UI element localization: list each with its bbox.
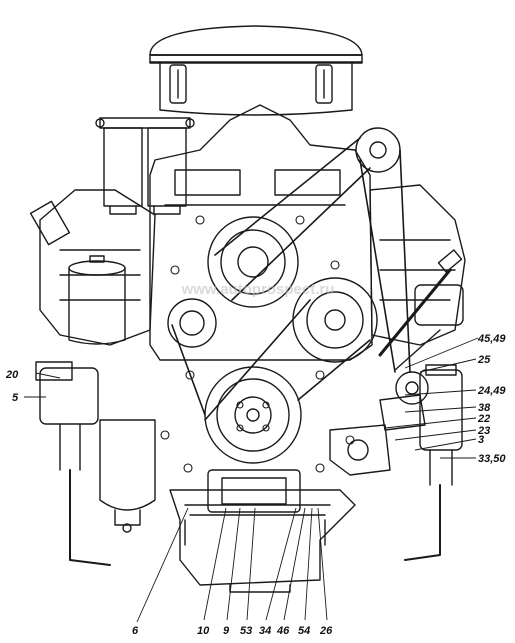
lower-filter <box>99 419 156 533</box>
callout-label: 45,49 <box>477 333 506 345</box>
callout-labels-left: 20 5 <box>5 369 19 404</box>
callout-label: 5 <box>12 392 19 404</box>
water-pump <box>329 394 426 476</box>
callout-label: 3 <box>478 434 484 446</box>
top-idler-pulley <box>355 127 401 173</box>
right-accessory <box>419 364 463 486</box>
callout-label: 33,50 <box>478 453 506 465</box>
callout-label: 9 <box>223 625 230 637</box>
callout-label: 23 <box>477 425 490 437</box>
callout-labels-right: 45,49 25 24,49 38 22 23 3 33,50 <box>477 333 506 465</box>
callout-label: 6 <box>132 625 139 637</box>
right-cylinder-head <box>369 184 466 346</box>
callout-labels-bottom: 6 10 9 53 34 46 54 26 <box>132 625 333 637</box>
fuel-filter <box>95 117 195 215</box>
callout-label: 24,49 <box>477 385 506 397</box>
tensioner-pulley <box>395 371 429 405</box>
leader-lines <box>24 337 479 623</box>
upper-crank-pulley <box>207 216 299 308</box>
alternator-pulley <box>167 298 217 348</box>
callout-label: 22 <box>477 413 490 425</box>
drive-belts <box>171 137 411 421</box>
oil-pan <box>169 469 356 593</box>
callout-label: 46 <box>276 625 290 637</box>
callout-label: 53 <box>240 625 252 637</box>
callout-label: 38 <box>478 402 491 414</box>
belt-tension-arm <box>378 249 463 371</box>
callout-label: 25 <box>477 354 491 366</box>
callout-label: 54 <box>298 625 310 637</box>
left-accessory <box>35 361 99 471</box>
oil-filter <box>68 255 126 345</box>
air-filter <box>149 25 363 116</box>
watermark-text: www.autoprospect.ru <box>181 281 335 298</box>
callout-label: 10 <box>197 625 210 637</box>
front-mounts <box>69 469 441 566</box>
callout-label: 34 <box>259 625 271 637</box>
callout-label: 26 <box>319 625 333 637</box>
bolts <box>160 215 355 473</box>
lower-crank-pulley <box>204 366 302 464</box>
engine-block <box>149 104 373 361</box>
callout-label: 20 <box>5 369 19 381</box>
